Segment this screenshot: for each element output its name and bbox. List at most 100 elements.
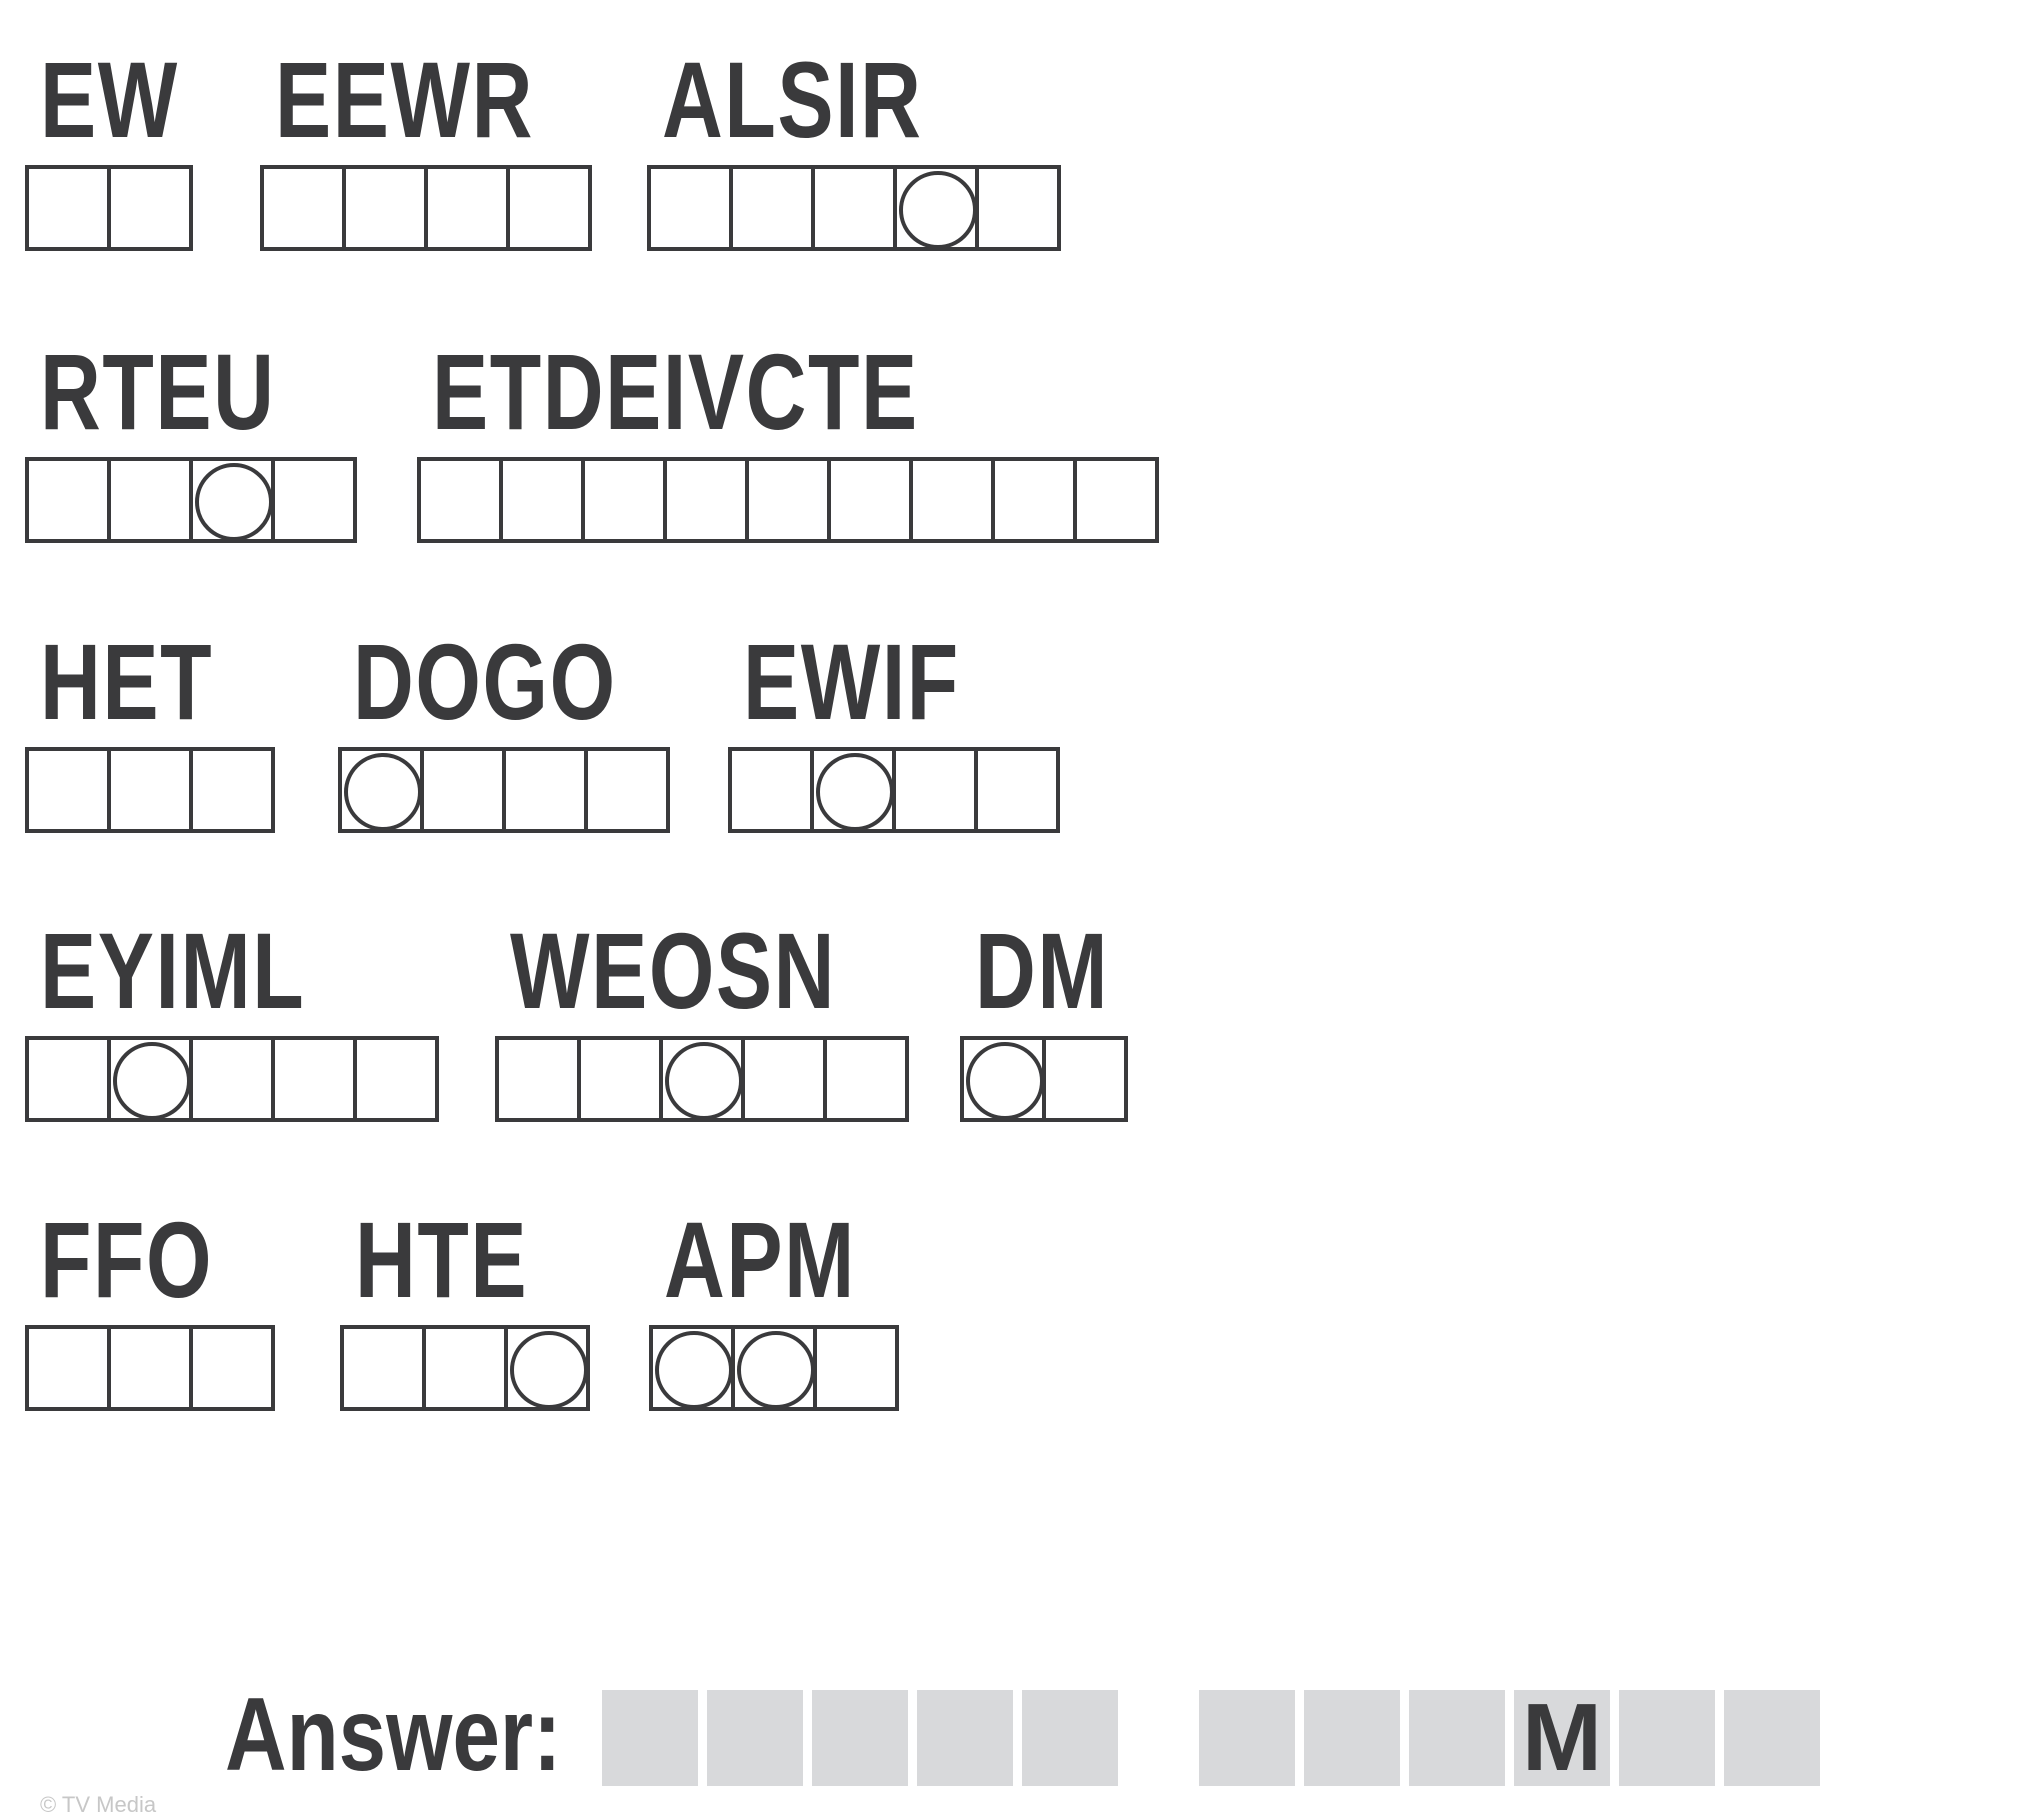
puzzle-row-1: EW EEWR ALSIR <box>0 20 1300 251</box>
letter-box[interactable] <box>502 747 588 833</box>
letter-box[interactable] <box>504 1325 590 1411</box>
circle-marker-icon <box>899 171 977 249</box>
letter-box[interactable] <box>731 1325 817 1411</box>
letter-box[interactable] <box>813 1325 899 1411</box>
letter-box[interactable] <box>892 747 978 833</box>
letter-box[interactable] <box>107 1325 193 1411</box>
letter-box[interactable] <box>107 1036 193 1122</box>
letter-box[interactable] <box>810 747 896 833</box>
letter-box[interactable] <box>659 1036 745 1122</box>
letter-box[interactable] <box>107 747 193 833</box>
letter-box[interactable] <box>353 1036 439 1122</box>
letter-box[interactable] <box>823 1036 909 1122</box>
answer-box[interactable] <box>1724 1690 1820 1786</box>
letter-box[interactable] <box>647 165 733 251</box>
letter-boxes <box>417 457 1159 543</box>
letter-box[interactable] <box>811 165 897 251</box>
letter-box[interactable] <box>189 1325 275 1411</box>
letter-box[interactable] <box>663 457 749 543</box>
scrambled-letters: ALSIR <box>662 39 923 160</box>
letter-box[interactable] <box>649 1325 735 1411</box>
letter-box[interactable] <box>728 747 814 833</box>
letter-box[interactable] <box>340 1325 426 1411</box>
letter-box[interactable] <box>960 1036 1046 1122</box>
letter-box[interactable] <box>189 457 275 543</box>
letter-box[interactable] <box>25 1036 111 1122</box>
letter-boxes <box>728 747 1060 833</box>
circle-marker-icon <box>966 1042 1044 1120</box>
answer-box[interactable] <box>1022 1690 1118 1786</box>
letter-box[interactable] <box>506 165 592 251</box>
answer-box[interactable] <box>917 1690 1013 1786</box>
letter-box[interactable] <box>25 747 111 833</box>
puzzle-row-2: RTEU ETDEIVCTE <box>0 312 1300 543</box>
letter-box[interactable] <box>1042 1036 1128 1122</box>
letter-box[interactable] <box>975 165 1061 251</box>
letter-box[interactable] <box>495 1036 581 1122</box>
letter-box[interactable] <box>107 457 193 543</box>
scrambled-letters: HET <box>40 621 214 742</box>
letter-boxes <box>260 165 592 251</box>
letter-box[interactable] <box>25 1325 111 1411</box>
letter-box[interactable] <box>189 747 275 833</box>
scrambled-letters: DM <box>975 910 1110 1031</box>
letter-boxes <box>495 1036 909 1122</box>
letter-box[interactable] <box>1073 457 1159 543</box>
circle-marker-icon <box>113 1042 191 1120</box>
circle-marker-icon <box>510 1331 588 1409</box>
scrambled-letters: EWIF <box>743 621 960 742</box>
letter-box[interactable] <box>909 457 995 543</box>
letter-box[interactable] <box>417 457 503 543</box>
answer-box[interactable] <box>602 1690 698 1786</box>
letter-box[interactable] <box>893 165 979 251</box>
letter-box[interactable] <box>581 457 667 543</box>
answer-box[interactable] <box>1199 1690 1295 1786</box>
letter-box[interactable] <box>271 1036 357 1122</box>
puzzle-row-4: EYIML WEOSN DM <box>0 891 1300 1122</box>
scrambled-letters: ETDEIVCTE <box>432 331 919 452</box>
letter-box[interactable] <box>422 1325 508 1411</box>
scrambled-letters: APM <box>664 1199 856 1320</box>
letter-box[interactable] <box>499 457 585 543</box>
copyright-text: © TV Media <box>40 1792 157 1817</box>
letter-box[interactable] <box>745 457 831 543</box>
letter-box[interactable] <box>991 457 1077 543</box>
circle-marker-icon <box>344 753 422 831</box>
answer-box[interactable] <box>707 1690 803 1786</box>
letter-box[interactable] <box>827 457 913 543</box>
letter-box[interactable] <box>342 165 428 251</box>
letter-box[interactable] <box>107 165 193 251</box>
scrambled-letters: RTEU <box>40 331 276 452</box>
puzzle-row-5: FFO HTE APM <box>0 1180 1300 1411</box>
scrambled-letters: FFO <box>40 1199 214 1320</box>
letter-box[interactable] <box>741 1036 827 1122</box>
letter-box[interactable] <box>25 457 111 543</box>
letter-box[interactable] <box>729 165 815 251</box>
answer-area: Answer: M <box>0 1680 2034 1790</box>
letter-box[interactable] <box>420 747 506 833</box>
answer-box[interactable] <box>812 1690 908 1786</box>
letter-box[interactable] <box>260 165 346 251</box>
scrambled-letters: EEWR <box>275 39 534 160</box>
scrambled-letters: WEOSN <box>510 910 837 1031</box>
answer-box[interactable] <box>1619 1690 1715 1786</box>
circle-marker-icon <box>195 463 273 541</box>
circle-marker-icon <box>655 1331 733 1409</box>
letter-box[interactable] <box>189 1036 275 1122</box>
puzzle-row-3: HET DOGO EWIF <box>0 602 1300 833</box>
circle-marker-icon <box>816 753 894 831</box>
answer-box[interactable]: M <box>1514 1690 1610 1786</box>
answer-box[interactable] <box>1409 1690 1505 1786</box>
letter-box[interactable] <box>584 747 670 833</box>
letter-box[interactable] <box>424 165 510 251</box>
letter-box[interactable] <box>577 1036 663 1122</box>
scrambled-letters: HTE <box>355 1199 529 1320</box>
letter-box[interactable] <box>338 747 424 833</box>
letter-boxes <box>647 165 1061 251</box>
letter-box[interactable] <box>25 165 111 251</box>
letter-box[interactable] <box>974 747 1060 833</box>
answer-box[interactable] <box>1304 1690 1400 1786</box>
letter-boxes <box>340 1325 590 1411</box>
letter-boxes <box>25 747 275 833</box>
letter-box[interactable] <box>271 457 357 543</box>
